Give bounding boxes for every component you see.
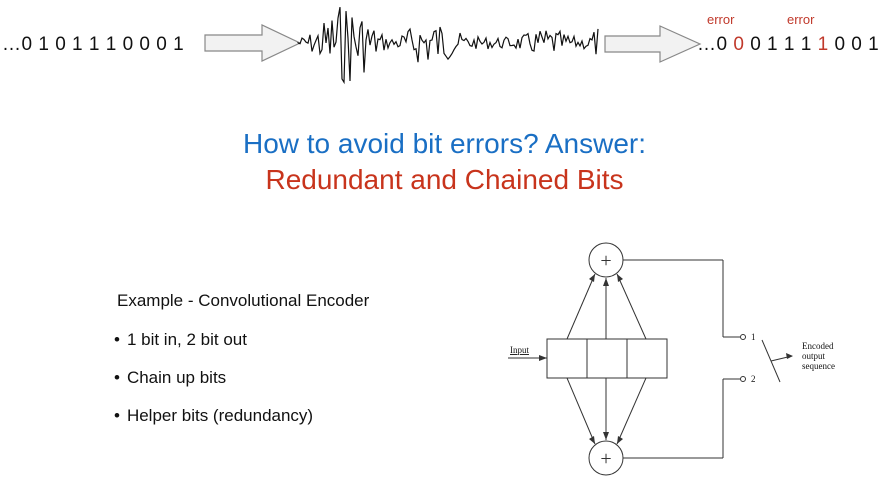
error-bit: 1 — [817, 34, 829, 55]
error-label-1: error — [707, 12, 735, 27]
output-1-label: 1 — [751, 332, 756, 342]
list-item: 1 bit in, 2 bit out — [114, 330, 313, 368]
noise-waveform — [297, 6, 599, 85]
list-item: Helper bits (redundancy) — [114, 406, 313, 444]
arrow-right-icon — [604, 25, 702, 63]
error-label-2: error — [787, 12, 815, 27]
input-label: Input — [510, 345, 529, 355]
encoded-label-line: Encoded — [802, 341, 834, 351]
title-question: How to avoid bit errors? Answer: — [242, 128, 647, 159]
input-bit-sequence: …0 1 0 1 1 1 0 0 0 1 — [2, 34, 185, 55]
channel-graphic — [204, 6, 702, 85]
title-answer: Redundant and Chained Bits — [265, 164, 624, 195]
convolutional-encoder-diagram: + + Input 1 2 Encoded output sequence — [508, 242, 835, 476]
plus-icon: + — [600, 250, 611, 272]
arrow-right-icon — [204, 24, 302, 62]
output-2-label: 2 — [751, 374, 756, 384]
encoded-label-line: output — [802, 351, 826, 361]
error-bit: 0 — [733, 34, 745, 55]
bullet-list: 1 bit in, 2 bit out Chain up bits Helper… — [114, 330, 313, 444]
output-bits-part: 0 0 1 — [828, 34, 880, 55]
plus-icon: + — [600, 448, 611, 470]
output-bits-part: …0 — [697, 34, 734, 55]
example-heading: Example - Convolutional Encoder — [117, 291, 370, 310]
output-bit-sequence: …0 0 0 1 1 1 1 0 0 1 — [697, 34, 879, 56]
encoded-label-line: sequence — [802, 361, 835, 371]
list-item: Chain up bits — [114, 368, 313, 406]
output-bits-part: 0 1 1 1 — [744, 34, 818, 55]
shift-register — [546, 338, 668, 379]
